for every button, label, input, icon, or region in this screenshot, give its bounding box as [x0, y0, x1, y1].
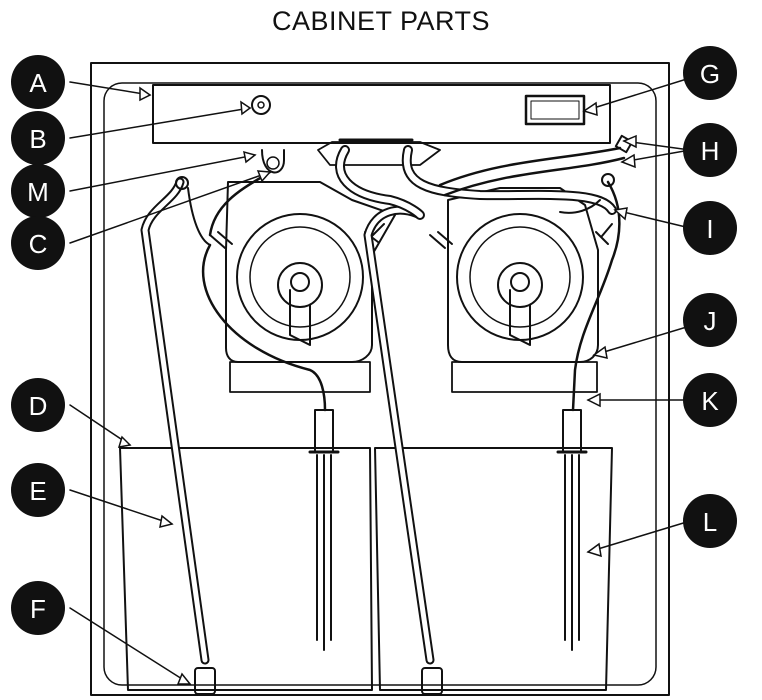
label-badge-h: H — [683, 123, 737, 177]
label-badge-g: G — [683, 46, 737, 100]
label-badge-j: J — [683, 293, 737, 347]
label-badge-c: C — [11, 216, 65, 270]
label-c: C — [29, 229, 48, 259]
label-badge-a: A — [11, 55, 65, 109]
leader-lines — [69, 77, 691, 685]
control-box — [152, 84, 611, 144]
label-d: D — [29, 391, 48, 421]
cabinet-frame-outer — [90, 62, 670, 696]
right-container — [374, 447, 613, 691]
label-h: H — [701, 136, 720, 166]
display-window — [524, 94, 586, 126]
mounting-hook — [261, 149, 285, 174]
label-badge-e: E — [11, 463, 65, 517]
label-m: M — [27, 177, 49, 207]
label-badge-i: I — [683, 201, 737, 255]
left-container — [119, 447, 373, 691]
label-badge-k: K — [683, 373, 737, 427]
label-g: G — [700, 59, 720, 89]
label-badge-l: L — [683, 494, 737, 548]
control-knob — [251, 95, 271, 115]
label-i: I — [706, 214, 713, 244]
center-hub — [317, 141, 441, 166]
label-a: A — [29, 68, 47, 98]
label-badge-f: F — [11, 581, 65, 635]
label-badges: A B M C D E F G — [11, 46, 737, 635]
label-e: E — [29, 476, 46, 506]
label-j: J — [704, 306, 717, 336]
label-badge-b: B — [11, 111, 65, 165]
label-k: K — [701, 386, 719, 416]
right-pump — [429, 187, 613, 393]
label-b: B — [29, 124, 46, 154]
diagram-title: CABINET PARTS — [271, 6, 491, 36]
label-f: F — [30, 594, 46, 624]
label-badge-m: M — [11, 164, 65, 218]
label-badge-d: D — [11, 378, 65, 432]
left-pump — [209, 181, 396, 393]
label-l: L — [703, 507, 717, 537]
